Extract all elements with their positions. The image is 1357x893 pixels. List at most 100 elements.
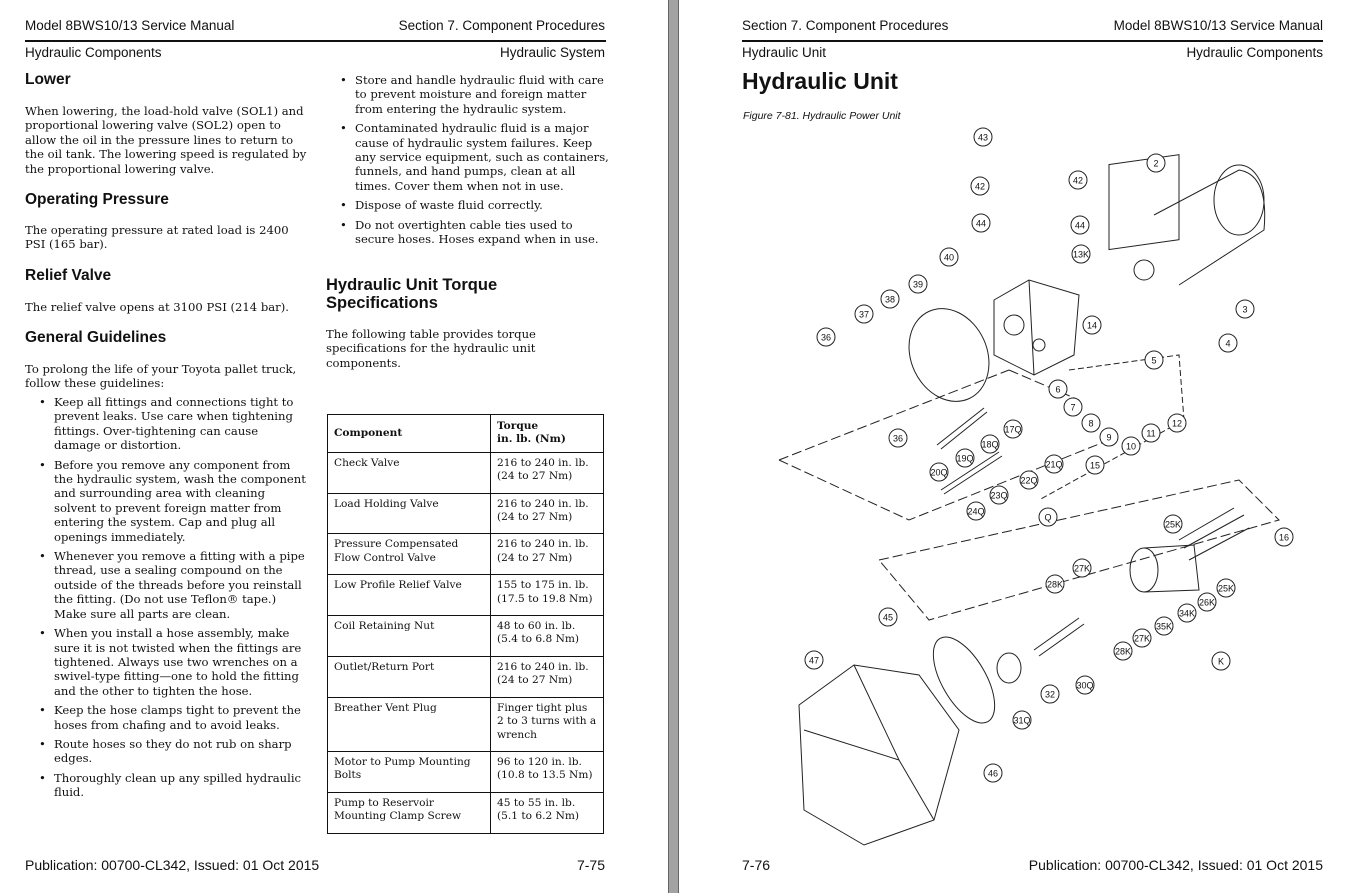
callout-q: Q (1038, 507, 1058, 527)
header-left: Section 7. Component Procedures (742, 18, 949, 33)
torque-intro: The following table provides torque spec… (326, 327, 536, 370)
callout-44: 44 (971, 213, 991, 233)
component-cell: Check Valve (327, 451, 491, 494)
callout-40: 40 (939, 247, 959, 267)
subheader-left: Hydraulic Unit (742, 45, 827, 60)
callout-21q: 21Q (1044, 454, 1064, 474)
gasket-drawing (908, 308, 990, 402)
header-rule (25, 40, 606, 42)
header-right: Section 7. Component Procedures (398, 18, 605, 33)
footer-page-number: 7-76 (742, 857, 771, 873)
page-gutter (668, 0, 679, 893)
component-cell: Coil Retaining Nut (327, 615, 491, 657)
callout-23q: 23Q (989, 485, 1009, 505)
callout-4: 4 (1218, 333, 1238, 353)
footer-publication: Publication: 00700-CL342, Issued: 01 Oct… (25, 857, 320, 873)
callout-19q: 19Q (955, 448, 975, 468)
callout-37: 37 (854, 304, 874, 324)
callout-47: 47 (804, 650, 824, 670)
subheader-right: Hydraulic System (499, 45, 605, 60)
component-cell: Low Profile Relief Valve (327, 574, 491, 617)
torque-cell: 216 to 240 in. lb. (24 to 27 Nm) (490, 655, 604, 698)
callout-25k: 25K (1163, 514, 1183, 534)
right-page: Section 7. Component Procedures Model 8B… (679, 0, 1357, 893)
callout-42: 42 (1068, 170, 1088, 190)
component-cell: Breather Vent Plug (327, 696, 491, 752)
general-guidelines-intro: To prolong the life of your Toyota palle… (25, 362, 297, 391)
callout-22q: 22Q (1019, 470, 1039, 490)
callout-39: 39 (908, 274, 928, 294)
component-cell: Motor to Pump Mounting Bolts (327, 750, 491, 793)
callout-45: 45 (878, 607, 898, 627)
filter-drawing (996, 652, 1022, 684)
callout-35k: 35K (1154, 616, 1174, 636)
callout-16: 16 (1274, 527, 1294, 547)
torque-cell: 216 to 240 in. lb. (24 to 27 Nm) (490, 492, 604, 535)
reservoir-drawing (798, 664, 960, 846)
list-item: Do not overtighten cable ties used to se… (335, 218, 610, 247)
list-item: When you install a hose assembly, make s… (34, 626, 306, 698)
callout-31q: 31Q (1012, 710, 1032, 730)
torque-cell: 48 to 60 in. lb. (5.4 to 6.8 Nm) (490, 615, 604, 657)
callout-8: 8 (1081, 413, 1101, 433)
callout-3: 3 (1235, 299, 1255, 319)
relief-valve-heading: Relief Valve (25, 267, 112, 284)
callout-44: 44 (1070, 215, 1090, 235)
hydraulic-unit-diagram (778, 154, 1280, 846)
callout-k: K (1211, 651, 1231, 671)
guidelines-list-continued: Store and handle hydraulic fluid with ca… (335, 73, 610, 251)
torque-cell: Finger tight plus 2 to 3 turns with a wr… (490, 696, 604, 752)
left-page: Model 8BWS10/13 Service Manual Section 7… (0, 0, 668, 893)
callout-43: 43 (973, 127, 993, 147)
list-item: Before you remove any component from the… (34, 458, 306, 544)
torque-cell: 155 to 175 in. lb. (17.5 to 19.8 Nm) (490, 574, 604, 617)
component-cell: Pressure Compensated Flow Control Valve (327, 533, 491, 576)
callout-12: 12 (1167, 413, 1187, 433)
callout-7: 7 (1063, 397, 1083, 417)
component-cell: Load Holding Valve (327, 492, 491, 535)
callout-25k: 25K (1216, 578, 1236, 598)
header-left: Model 8BWS10/13 Service Manual (25, 18, 235, 33)
callout-24q: 24Q (966, 501, 986, 521)
callout-18q: 18Q (980, 434, 1000, 454)
gear-pump-drawing (1129, 507, 1250, 593)
header-rule (742, 40, 1323, 42)
callout-6: 6 (1048, 379, 1068, 399)
list-item: Store and handle hydraulic fluid with ca… (335, 73, 610, 116)
callout-36: 36 (888, 428, 908, 448)
list-item: Whenever you remove a fitting with a pip… (34, 549, 306, 621)
callout-14: 14 (1082, 315, 1102, 335)
lower-text: When lowering, the load-hold valve (SOL1… (25, 104, 307, 176)
torque-heading: Hydraulic Unit Torque Specifications (326, 276, 498, 312)
torque-cell: 216 to 240 in. lb. (24 to 27 Nm) (490, 451, 604, 494)
guidelines-list: Keep all fittings and connections tight … (34, 395, 306, 805)
callout-15: 15 (1085, 455, 1105, 475)
callout-46: 46 (983, 763, 1003, 783)
callout-9: 9 (1099, 427, 1119, 447)
callout-28k: 28K (1045, 574, 1065, 594)
callout-38: 38 (880, 289, 900, 309)
component-cell: Pump to Reservoir Mounting Clamp Screw (327, 791, 491, 834)
general-guidelines-heading: General Guidelines (25, 329, 167, 346)
list-item: Keep all fittings and connections tight … (34, 395, 306, 453)
callout-17q: 17Q (1003, 419, 1023, 439)
callout-11: 11 (1141, 423, 1161, 443)
callout-36: 36 (816, 327, 836, 347)
callout-26k: 26K (1197, 592, 1217, 612)
list-item: Route hoses so they do not rub on sharp … (34, 737, 306, 766)
pump-block-drawing (993, 279, 1080, 376)
callout-42: 42 (970, 176, 990, 196)
callout-30q: 30Q (1075, 675, 1095, 695)
subheader-right: Hydraulic Components (1186, 45, 1323, 60)
torque-table: Component Torque in. lb. (Nm) Check Valv… (327, 414, 604, 834)
header-right: Model 8BWS10/13 Service Manual (1113, 18, 1323, 33)
operating-pressure-heading: Operating Pressure (25, 191, 169, 208)
torque-cell: 96 to 120 in. lb. (10.8 to 13.5 Nm) (490, 750, 604, 793)
